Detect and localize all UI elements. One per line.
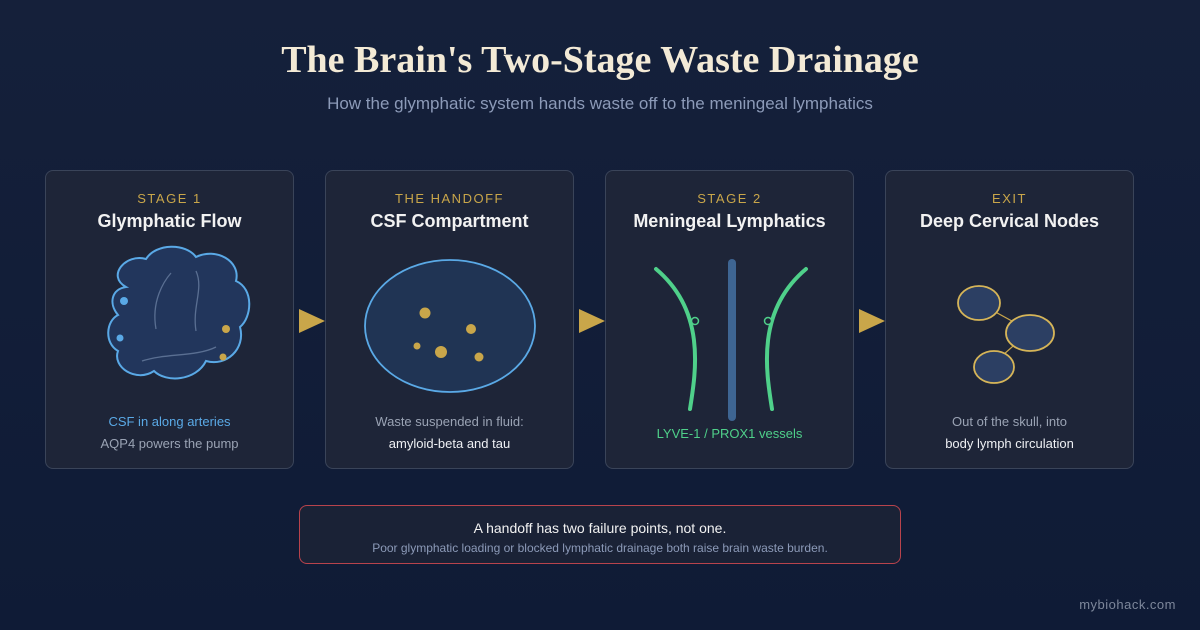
- stage-detail: AQP4 powers the pump: [100, 436, 239, 451]
- lymph-nodes-icon: [957, 285, 1055, 384]
- stage-kicker: THE HANDOFF: [395, 191, 504, 206]
- stage-title: Glymphatic Flow: [97, 211, 242, 231]
- stage-caption: LYVE-1 / PROX1 vessels: [656, 426, 803, 441]
- stage-detail: Waste suspended in fluid:: [375, 414, 524, 429]
- lymphatic-vessels-icon: [654, 259, 808, 421]
- stage-title: Deep Cervical Nodes: [919, 211, 1100, 231]
- page-subtitle: How the glymphatic system hands waste of…: [327, 94, 873, 113]
- stage-card-cervical-nodes: EXIT Deep Cervical Nodes Out of the skul…: [885, 170, 1134, 469]
- stage-title: Meningeal Lymphatics: [633, 211, 826, 231]
- stage-detail: body lymph circulation: [945, 436, 1074, 451]
- stage-kicker: STAGE 2: [697, 191, 762, 206]
- warning-callout: A handoff has two failure points, not on…: [299, 505, 901, 564]
- callout-sub-text: Poor glymphatic loading or blocked lymph…: [372, 541, 828, 555]
- stage-detail: Out of the skull, into: [952, 414, 1067, 429]
- stage-kicker: STAGE 1: [137, 191, 202, 206]
- footer-brand[interactable]: mybiohack.com: [1079, 597, 1176, 612]
- page-title: The Brain's Two-Stage Waste Drainage: [281, 39, 919, 81]
- callout-main-text: A handoff has two failure points, not on…: [473, 520, 727, 536]
- stage-card-glymphatic: STAGE 1 Glymphatic Flow CSF in along art…: [45, 170, 294, 469]
- csf-compartment-icon: [364, 259, 536, 393]
- stage-card-csf: THE HANDOFF CSF Compartment Waste suspen…: [325, 170, 574, 469]
- stage-detail: CSF in along arteries: [108, 414, 231, 429]
- stage-kicker: EXIT: [992, 191, 1027, 206]
- stage-title: CSF Compartment: [370, 211, 529, 231]
- flow-arrow: [299, 309, 325, 333]
- stage-detail: amyloid-beta and tau: [388, 436, 511, 451]
- stage-card-meningeal: STAGE 2 Meningeal Lymphatics LYVE-1 / PR…: [605, 170, 854, 469]
- flow-arrow: [859, 309, 885, 333]
- brain-icon: [107, 245, 251, 380]
- flow-arrow: [579, 309, 605, 333]
